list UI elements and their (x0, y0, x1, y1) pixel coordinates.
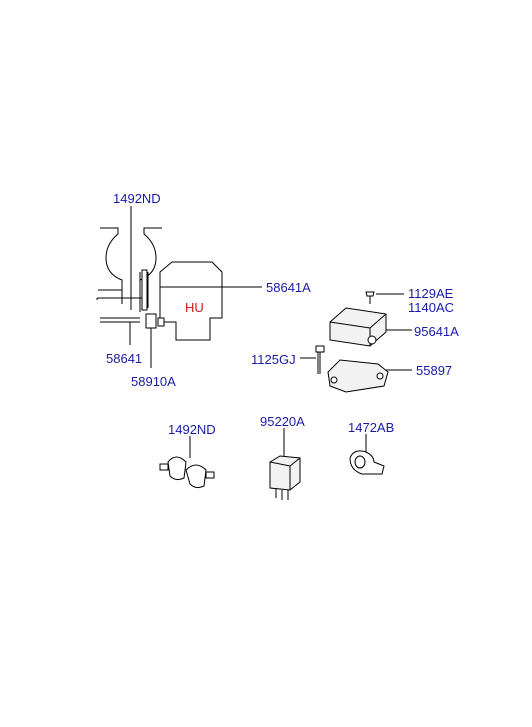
hydraulic-unit-outline (159, 261, 223, 341)
control-module-95641a (329, 307, 387, 347)
control-module-assembly (300, 291, 412, 393)
bolt-1125gj (315, 345, 325, 353)
screw-1129ae (365, 291, 375, 297)
label-1492nd-bottom: 1492ND (168, 422, 216, 437)
label-1129ae: 1129AE (408, 286, 454, 301)
label-1125gj: 1125GJ (251, 352, 296, 367)
label-1140ac: 1140AC (408, 300, 454, 315)
label-58641a: 58641A (266, 280, 311, 295)
relay-95220a (269, 428, 301, 500)
label-95220a: 95220A (260, 414, 305, 429)
label-58910a: 58910A (131, 374, 176, 389)
pressure-sensor (145, 313, 157, 329)
label-95641a: 95641A (414, 324, 459, 339)
label-1472ab: 1472AB (348, 420, 394, 435)
clamp-1472ab (349, 434, 385, 475)
clips-1492nd (159, 436, 215, 489)
bracket-55897 (327, 359, 389, 393)
hydraulic-unit-assembly (96, 206, 262, 368)
label-55897: 55897 (416, 363, 452, 378)
label-hu: HU (185, 300, 204, 315)
label-58641: 58641 (106, 351, 142, 366)
label-1492nd-top: 1492ND (113, 191, 161, 206)
